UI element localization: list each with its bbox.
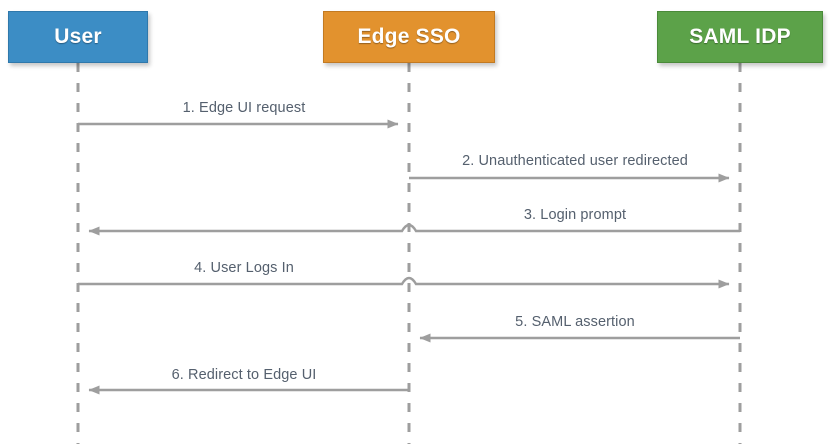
message-arrow-3[interactable] (88, 223, 740, 236)
message-label-3: 3. Login prompt (523, 207, 627, 223)
participant-box-edge-sso[interactable]: Edge SSO (323, 11, 495, 63)
participant-label-user: User (54, 25, 102, 48)
messages-group (78, 119, 740, 395)
message-label-1: 1. Edge UI request (182, 100, 306, 116)
message-label-5: 5. SAML assertion (515, 314, 635, 330)
participant-box-user[interactable]: User (8, 11, 148, 63)
message-label-2: 2. Unauthenticated user redirected (462, 153, 688, 169)
participant-box-saml-idp[interactable]: SAML IDP (657, 11, 823, 63)
message-arrow-4[interactable] (78, 276, 730, 289)
participant-label-edge-sso: Edge SSO (357, 25, 461, 48)
message-label-6: 6. Redirect to Edge UI (171, 367, 317, 383)
participant-label-saml-idp: SAML IDP (689, 25, 791, 48)
lifelines-group (76, 63, 742, 444)
message-label-4: 4. User Logs In (194, 260, 294, 276)
